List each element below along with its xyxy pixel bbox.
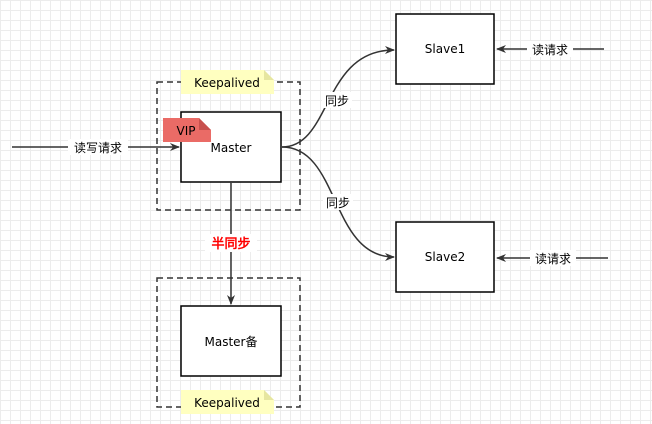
vip-tag: VIP <box>163 118 211 142</box>
read-request-label-slave1: 读请求 <box>532 43 568 57</box>
sync-label-slave2: 同步 <box>326 196 350 210</box>
read-label-bg-1 <box>527 41 573 57</box>
sync-label-bg-2 <box>323 194 353 210</box>
slave2-node[interactable] <box>395 221 495 293</box>
master-node[interactable] <box>180 111 282 183</box>
vip-label: VIP <box>177 124 196 138</box>
master-backup-node[interactable] <box>180 305 282 377</box>
master-backup-label: Master备 <box>205 335 258 349</box>
keepalived-label-top: Keepalived <box>194 76 260 90</box>
sync-label-bg-1 <box>322 92 352 108</box>
keepalived-tag-top: Keepalived <box>181 70 274 94</box>
read-label-bg-2 <box>530 250 576 266</box>
read-write-request-label: 读写请求 <box>74 141 122 155</box>
keepalived-label-bottom: Keepalived <box>194 396 260 410</box>
keepalived-tag-bottom: Keepalived <box>181 390 274 414</box>
master-label: Master <box>211 141 252 155</box>
semi-sync-label: 半同步 <box>211 236 250 252</box>
read-request-label-slave2: 读请求 <box>535 252 571 266</box>
slave1-node[interactable] <box>395 13 495 85</box>
read-write-label-bg <box>68 139 128 155</box>
slave1-label: Slave1 <box>425 42 465 56</box>
sync-label-slave1: 同步 <box>325 94 349 108</box>
slave2-label: Slave2 <box>425 250 465 264</box>
semi-sync-label-bg <box>205 234 257 252</box>
